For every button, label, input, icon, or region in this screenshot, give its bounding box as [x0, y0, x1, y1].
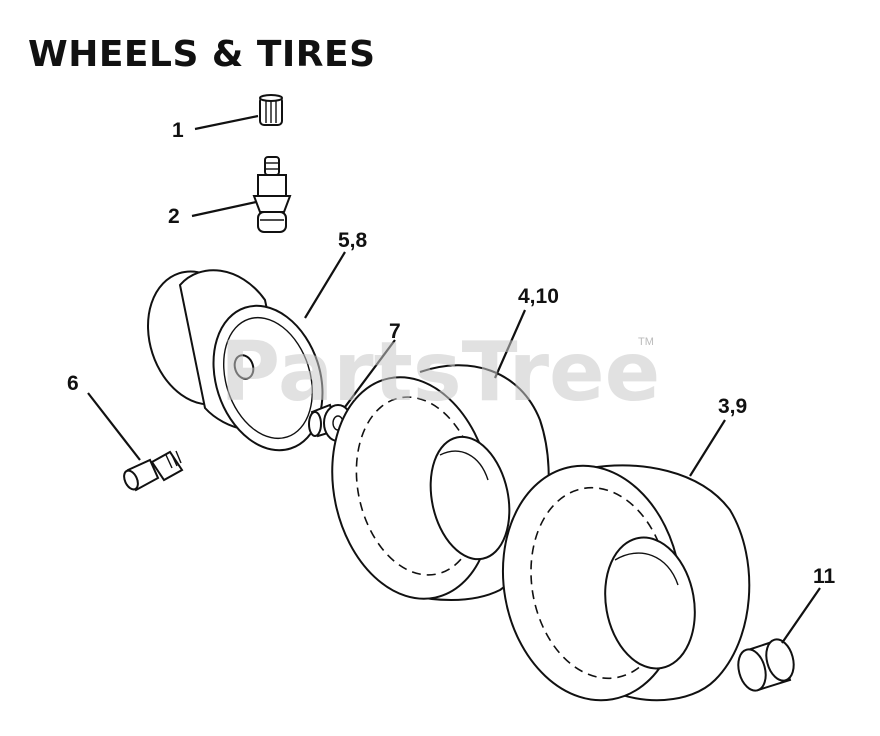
tire-icon[interactable] [485, 452, 751, 715]
leader-line-7 [344, 339, 396, 408]
wheel-rim-icon[interactable] [131, 258, 340, 465]
leader-line-6 [87, 392, 141, 461]
callout-4-10[interactable]: 4,10 [518, 285, 559, 308]
leader-line-11 [781, 587, 821, 644]
leader-line-4-10 [493, 309, 527, 379]
page-title: WHEELS & TIRES [28, 34, 376, 75]
valve-stem-icon[interactable] [252, 156, 292, 233]
leader-line-5-8 [304, 251, 346, 319]
callout-7[interactable]: 7 [389, 320, 401, 343]
cap-icon[interactable] [734, 636, 798, 693]
valve-cap-icon[interactable] [259, 94, 283, 126]
watermark-tm: TM [638, 336, 654, 348]
bolt-icon[interactable] [121, 450, 184, 492]
watermark-logo: PartsTree [220, 325, 660, 420]
leader-line-3-9 [689, 419, 726, 477]
callout-5-8[interactable]: 5,8 [338, 229, 368, 252]
callout-6[interactable]: 6 [67, 372, 79, 395]
callout-1[interactable]: 1 [172, 119, 184, 142]
callout-2[interactable]: 2 [168, 205, 180, 228]
leader-line-2 [191, 200, 257, 218]
callout-11[interactable]: 11 [813, 565, 836, 588]
leader-line-1 [194, 114, 259, 131]
callout-3-9[interactable]: 3,9 [718, 395, 747, 418]
